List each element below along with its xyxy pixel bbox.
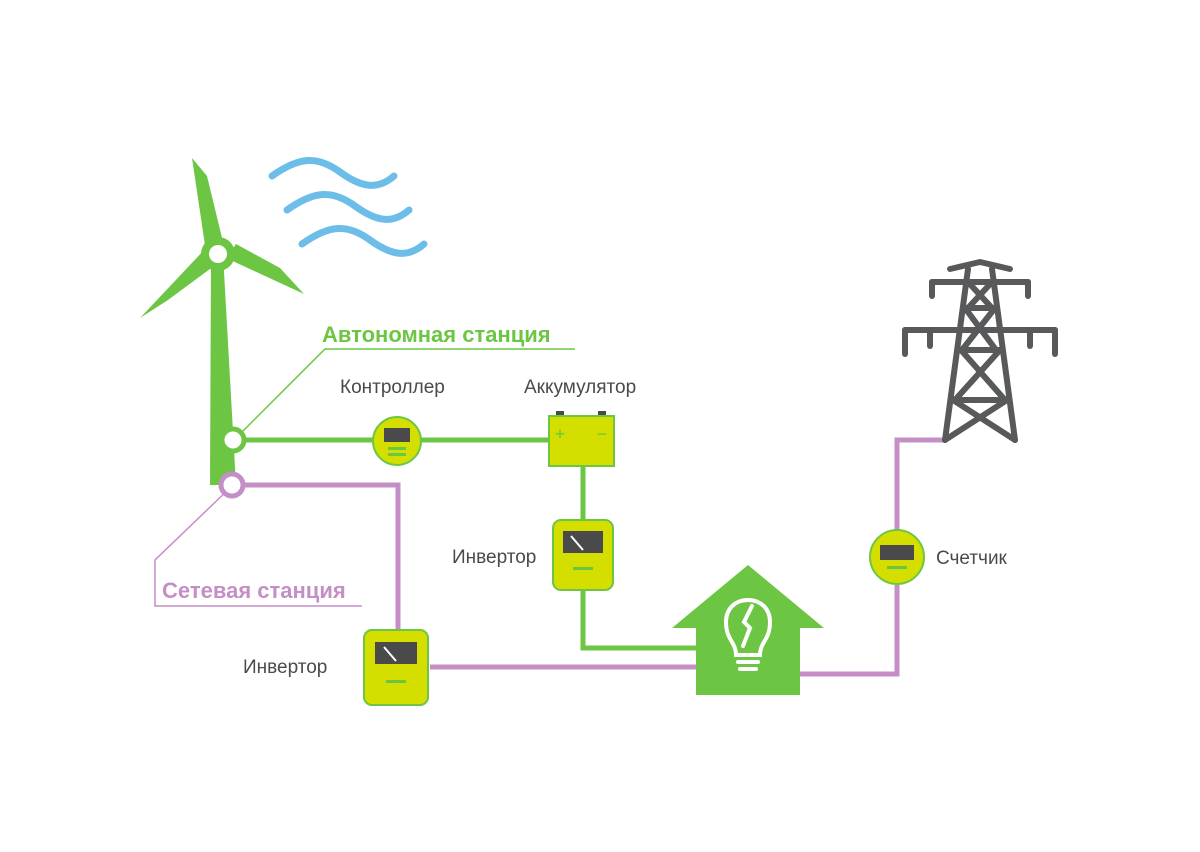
battery-plus-sign: +: [555, 424, 566, 444]
leader-lines: [154, 348, 575, 607]
grid-station-title: Сетевая станция: [162, 578, 346, 603]
grid-output-node: [218, 471, 246, 499]
autonomous-inverter-label: Инвертор: [452, 547, 536, 568]
light-bulb-icon: [723, 597, 773, 671]
autonomous-inverter-device: [552, 519, 614, 591]
grid-inverter-device: [363, 629, 429, 706]
meter-label: Счетчик: [936, 548, 1008, 569]
autonomous-station-title: Автономная станция: [322, 322, 551, 347]
house-icon: [672, 565, 824, 695]
controller-label: Контроллер: [340, 377, 445, 398]
power-line-tower-icon: [902, 259, 1058, 443]
battery-device: + −: [548, 411, 615, 467]
battery-label: Аккумулятор: [524, 377, 636, 398]
grid-wiring: [243, 437, 945, 677]
wind-waves-icon: [268, 157, 428, 257]
autonomous-wiring: [243, 437, 698, 651]
grid-inverter-label: Инвертор: [243, 657, 327, 678]
battery-minus-sign: −: [597, 424, 608, 444]
controller-device: [372, 416, 422, 466]
autonomous-output-node: [219, 426, 247, 454]
meter-device: [869, 529, 925, 585]
